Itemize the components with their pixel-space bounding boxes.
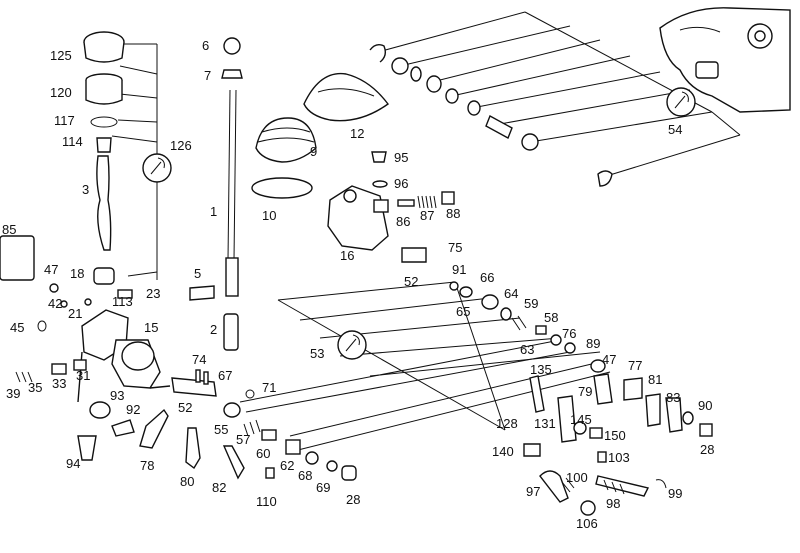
callout-9: 9 <box>310 144 317 159</box>
callout-47-right: 47 <box>602 352 616 367</box>
gear-stick <box>189 37 243 351</box>
callout-90: 90 <box>698 398 712 413</box>
callout-57: 57 <box>236 432 250 447</box>
callout-10: 10 <box>262 208 276 223</box>
callout-106: 106 <box>576 516 598 531</box>
callout-2: 2 <box>210 322 217 337</box>
callout-31: 31 <box>76 368 90 383</box>
callout-86: 86 <box>396 214 410 229</box>
callout-75: 75 <box>448 240 462 255</box>
callout-145: 145 <box>570 412 592 427</box>
callout-117: 117 <box>54 113 75 128</box>
callout-3: 3 <box>82 182 89 197</box>
callout-125: 125 <box>50 48 72 63</box>
callout-78: 78 <box>140 458 154 473</box>
callout-12: 12 <box>350 126 364 141</box>
callout-79: 79 <box>578 384 592 399</box>
callout-126: 126 <box>170 138 192 153</box>
lever-parts <box>523 373 713 516</box>
callout-83: 83 <box>666 390 680 405</box>
callout-80: 80 <box>180 474 194 489</box>
callout-15: 15 <box>144 320 158 335</box>
linkage-parts <box>171 281 606 481</box>
callout-42: 42 <box>48 296 62 311</box>
callout-28-right: 28 <box>700 442 714 457</box>
callout-39: 39 <box>6 386 20 401</box>
callout-97: 97 <box>526 484 540 499</box>
callout-16: 16 <box>340 248 354 263</box>
callout-59: 59 <box>524 296 538 311</box>
callout-88: 88 <box>446 206 460 221</box>
callout-92: 92 <box>126 402 140 417</box>
callout-74: 74 <box>192 352 206 367</box>
shift-base <box>0 235 245 480</box>
callout-53: 53 <box>310 346 324 361</box>
callout-87: 87 <box>420 208 434 223</box>
callout-63: 63 <box>520 342 534 357</box>
callout-18: 18 <box>70 266 84 281</box>
callout-65: 65 <box>456 304 470 319</box>
callout-110: 110 <box>256 494 277 509</box>
shift-housing <box>327 151 455 263</box>
callout-131: 131 <box>534 416 556 431</box>
callouts: 125 120 117 114 126 3 6 7 1 5 2 9 10 12 … <box>2 38 714 531</box>
callout-55: 55 <box>214 422 228 437</box>
wrench-icon <box>337 330 367 360</box>
callout-47-left: 47 <box>44 262 58 277</box>
callout-69: 69 <box>316 480 330 495</box>
callout-1: 1 <box>210 204 217 219</box>
callout-120: 120 <box>50 85 72 100</box>
callout-21: 21 <box>68 306 82 321</box>
callout-33: 33 <box>52 376 66 391</box>
callout-95: 95 <box>394 150 408 165</box>
wrench-icon <box>666 87 696 117</box>
callout-94: 94 <box>66 456 80 471</box>
callout-7: 7 <box>204 68 211 83</box>
leader-lines <box>111 11 741 451</box>
callout-150: 150 <box>604 428 626 443</box>
callout-100: 100 <box>566 470 588 485</box>
callout-71: 71 <box>262 380 276 395</box>
callout-62: 62 <box>280 458 294 473</box>
callout-91: 91 <box>452 262 466 277</box>
callout-64: 64 <box>504 286 518 301</box>
callout-68: 68 <box>298 468 312 483</box>
callout-45: 45 <box>10 320 24 335</box>
callout-28-mid: 28 <box>346 492 360 507</box>
callout-93: 93 <box>110 388 124 403</box>
callout-140: 140 <box>492 444 514 459</box>
callout-54: 54 <box>668 122 682 137</box>
callout-128: 128 <box>496 416 518 431</box>
callout-135: 135 <box>530 362 552 377</box>
callout-85: 85 <box>2 222 16 237</box>
callout-52-bottom: 52 <box>178 400 192 415</box>
callout-5: 5 <box>194 266 201 281</box>
callout-89: 89 <box>586 336 600 351</box>
callout-52-top: 52 <box>404 274 418 289</box>
callout-6: 6 <box>202 38 209 53</box>
callout-76: 76 <box>562 326 576 341</box>
callout-99: 99 <box>668 486 682 501</box>
wrench-icon <box>142 153 172 183</box>
callout-67: 67 <box>218 368 232 383</box>
callout-35: 35 <box>28 380 42 395</box>
callout-96: 96 <box>394 176 408 191</box>
callout-82: 82 <box>212 480 226 495</box>
callout-60: 60 <box>256 446 270 461</box>
callout-114: 114 <box>62 134 83 149</box>
callout-81: 81 <box>648 372 662 387</box>
transmission-housing <box>659 7 791 113</box>
shift-knob-assembly <box>83 31 125 285</box>
callout-23: 23 <box>146 286 160 301</box>
callout-113: 113 <box>112 294 133 309</box>
callout-98: 98 <box>606 496 620 511</box>
tube-components <box>369 43 613 187</box>
callout-103: 103 <box>608 450 630 465</box>
callout-77: 77 <box>628 358 642 373</box>
boots <box>251 72 389 199</box>
callout-58: 58 <box>544 310 558 325</box>
callout-66: 66 <box>480 270 494 285</box>
